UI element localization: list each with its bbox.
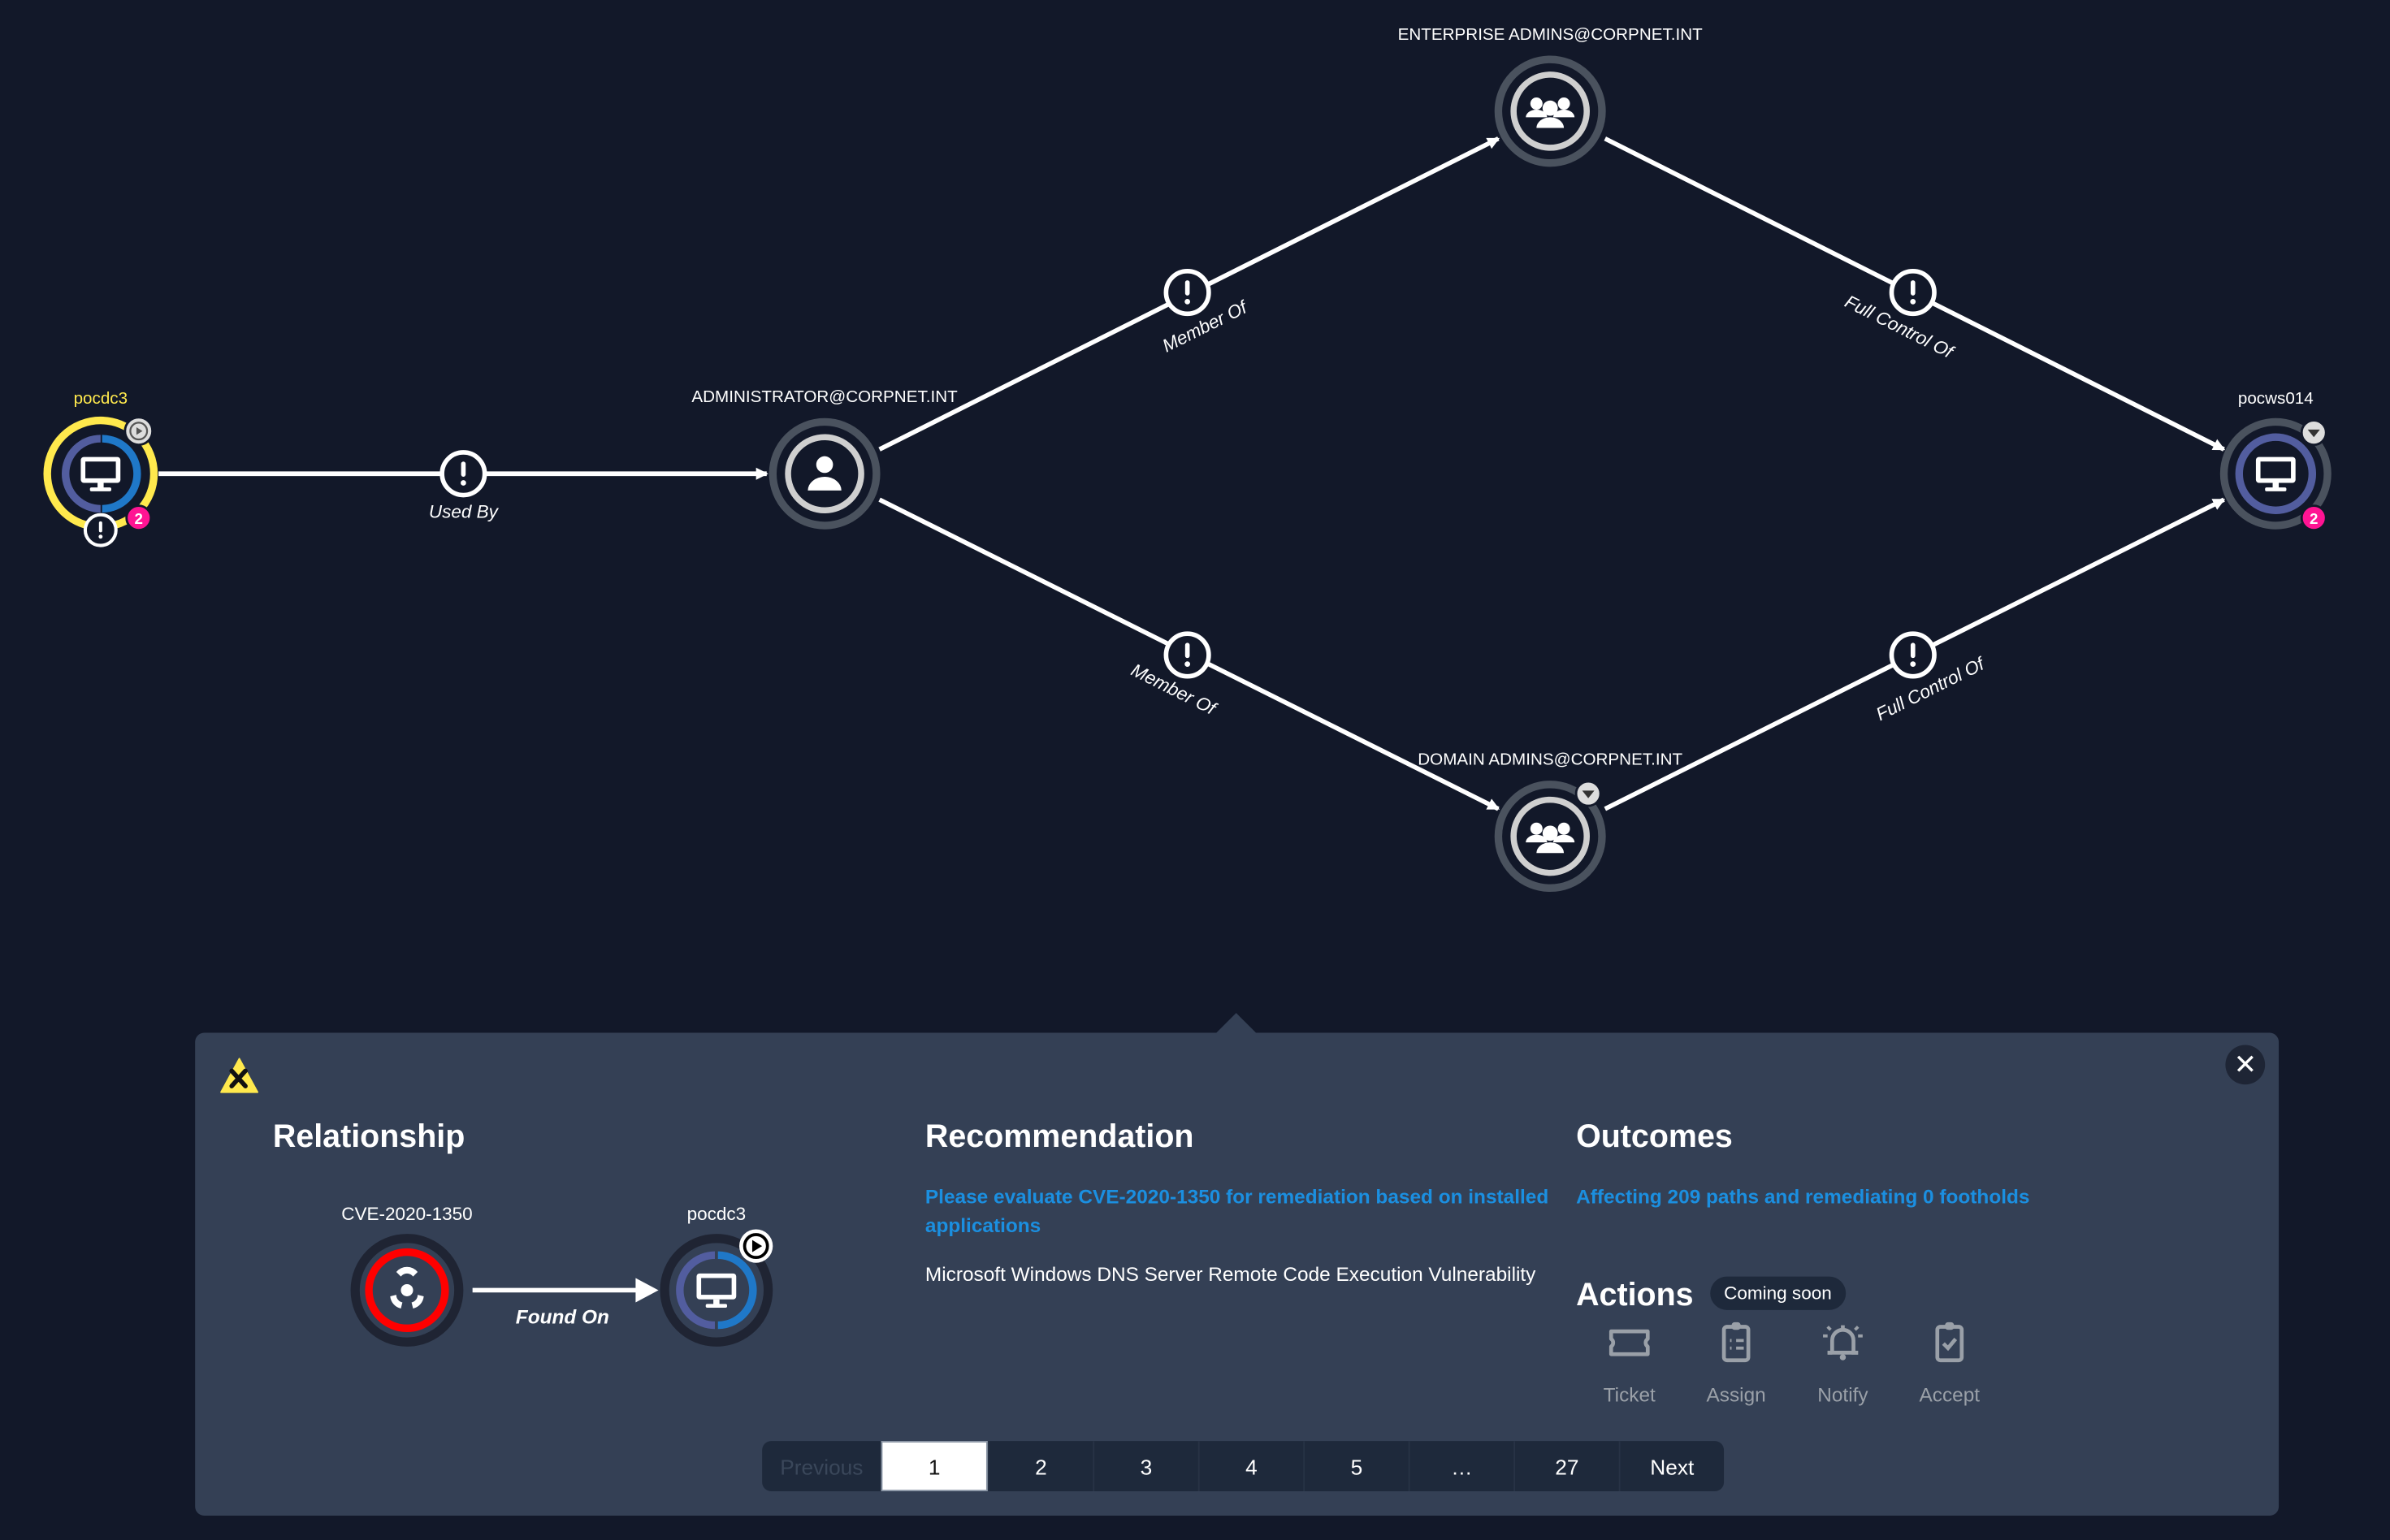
node-label: ADMINISTRATOR@CORPNET.INT bbox=[691, 387, 958, 406]
node-pocws014[interactable]: pocws014 2 bbox=[2219, 389, 2332, 532]
computer-icon bbox=[696, 1273, 737, 1309]
action-label: Ticket bbox=[1603, 1382, 1656, 1406]
notify-action[interactable]: Notify bbox=[1790, 1319, 1896, 1406]
vulnerability-description: Microsoft Windows DNS Server Remote Code… bbox=[924, 1262, 1536, 1286]
bell-icon bbox=[1823, 1325, 1863, 1360]
previous-button[interactable]: Previous bbox=[780, 1454, 864, 1479]
node-label: DOMAIN ADMINS@CORPNET.INT bbox=[1418, 750, 1682, 768]
node-pocdc3[interactable]: pocdc3 2 bbox=[43, 389, 158, 546]
coming-soon-badge: Coming soon bbox=[1710, 1276, 1846, 1310]
page-button-1[interactable]: 1 bbox=[881, 1441, 988, 1492]
svg-text:2: 2 bbox=[2310, 510, 2318, 527]
edge-used-by[interactable]: Used By bbox=[158, 452, 769, 522]
detail-panel: ✕ Relationship CVE-2020-1350 Found On po… bbox=[195, 1032, 2280, 1516]
outcomes-link[interactable]: Affecting 209 paths and remediating 0 fo… bbox=[1576, 1185, 2030, 1209]
clipboard-list-icon bbox=[1721, 1322, 1751, 1363]
assign-action[interactable]: Assign bbox=[1682, 1319, 1789, 1406]
edge-full-control-da[interactable]: Full Control Of bbox=[1604, 497, 2226, 811]
node-domain-admins[interactable]: DOMAIN ADMINS@CORPNET.INT bbox=[1418, 750, 1683, 893]
close-button[interactable]: ✕ bbox=[2225, 1045, 2266, 1085]
node-label: pocdc3 bbox=[74, 389, 128, 408]
edge-full-control-ea[interactable]: Full Control Of bbox=[1604, 136, 2226, 452]
edge-member-of-ea[interactable]: Member Of bbox=[878, 136, 1500, 452]
edge-member-of-da[interactable]: Member Of bbox=[878, 497, 1500, 811]
node-label: ENTERPRISE ADMINS@CORPNET.INT bbox=[1398, 25, 1704, 44]
page-button-5[interactable]: 5 bbox=[1303, 1441, 1408, 1492]
page-button-27[interactable]: 27 bbox=[1513, 1441, 1618, 1492]
count-badge bbox=[125, 504, 153, 532]
action-label: Notify bbox=[1817, 1382, 1868, 1406]
recommendation-title: Recommendation bbox=[924, 1119, 1194, 1155]
actions-title: Actions bbox=[1576, 1278, 1694, 1313]
node-label: pocws014 bbox=[2238, 389, 2314, 408]
attack-path-graph: Used By Member Of Member Of Full Control… bbox=[43, 25, 2332, 893]
edge-label: Used By bbox=[429, 502, 500, 522]
page-button-3[interactable]: 3 bbox=[1093, 1441, 1197, 1492]
user-icon bbox=[807, 456, 842, 491]
action-label: Assign bbox=[1706, 1382, 1766, 1406]
recommendation-link[interactable]: Please evaluate CVE-2020-1350 for remedi… bbox=[924, 1185, 1549, 1237]
accept-action[interactable]: Accept bbox=[1896, 1319, 2002, 1406]
page-ellipsis[interactable]: … bbox=[1408, 1441, 1513, 1492]
node-administrator[interactable]: ADMINISTRATOR@CORPNET.INT bbox=[691, 387, 958, 530]
biohazard-icon bbox=[390, 1266, 424, 1309]
count-badge bbox=[2300, 504, 2327, 532]
action-label: Accept bbox=[1919, 1382, 1981, 1406]
page-button-4[interactable]: 4 bbox=[1197, 1441, 1303, 1492]
outcomes-title: Outcomes bbox=[1576, 1119, 1733, 1155]
page-button-2[interactable]: 2 bbox=[987, 1441, 1093, 1492]
panel-pointer bbox=[1216, 1013, 1257, 1033]
node-enterprise-admins[interactable]: ENTERPRISE ADMINS@CORPNET.INT bbox=[1398, 25, 1704, 167]
relationship-diagram: CVE-2020-1350 Found On pocdc3 bbox=[341, 1204, 773, 1347]
cve-label: CVE-2020-1350 bbox=[341, 1204, 472, 1224]
alert-icon bbox=[85, 515, 116, 546]
svg-text:2: 2 bbox=[135, 510, 143, 527]
remediation-warning-icon bbox=[220, 1058, 259, 1093]
pagination: Previous 1 2 3 4 5 … 27 Next bbox=[762, 1441, 1725, 1492]
relationship-title: Relationship bbox=[272, 1119, 465, 1155]
clipboard-check-icon bbox=[1935, 1322, 1964, 1363]
ticket-action[interactable]: Ticket bbox=[1576, 1319, 1682, 1406]
host-label: pocdc3 bbox=[687, 1204, 747, 1224]
next-button[interactable]: Next bbox=[1618, 1441, 1724, 1492]
found-on-label: Found On bbox=[516, 1307, 609, 1329]
actions-list: Ticket Assign Notify Accept bbox=[1576, 1319, 2002, 1406]
ticket-icon bbox=[1608, 1329, 1650, 1356]
